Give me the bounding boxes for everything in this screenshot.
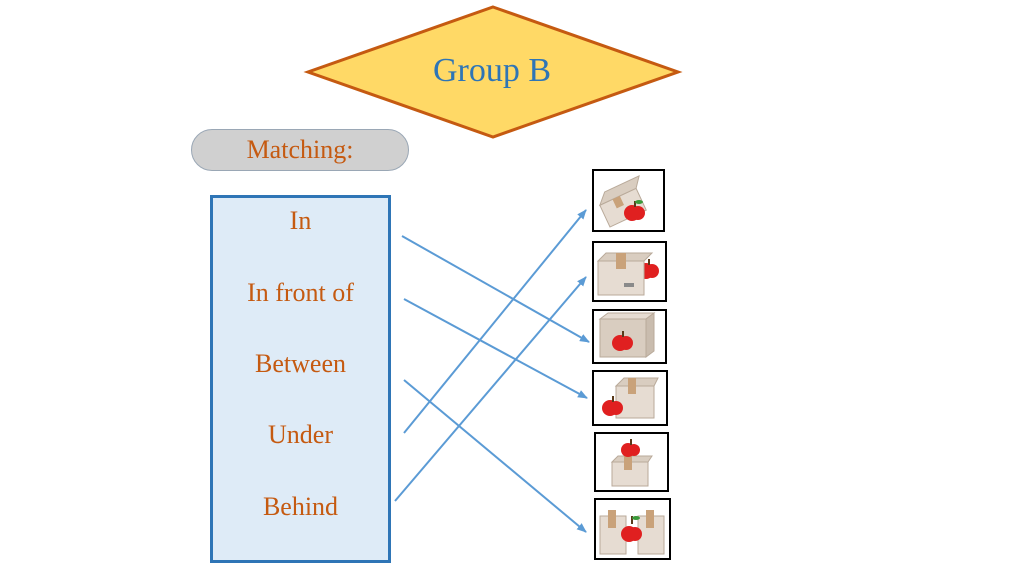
arrow-under-to-picture-1 <box>403 209 587 434</box>
apple-in-box-icon <box>598 312 656 358</box>
word-list-box: In In front of Between Under Behind <box>210 195 391 563</box>
picture-5[interactable] <box>594 432 669 492</box>
arrow-in-to-picture-3 <box>401 235 590 343</box>
apple-between-boxes-icon <box>599 510 665 555</box>
picture-2[interactable] <box>592 241 667 302</box>
picture-1[interactable] <box>592 169 665 232</box>
word-in: In <box>289 206 312 235</box>
word-behind: Behind <box>262 492 339 521</box>
picture-6[interactable] <box>594 498 671 560</box>
picture-3[interactable] <box>592 309 667 364</box>
arrow-behind-to-picture-2 <box>394 276 587 502</box>
arrow-in-front-of-to-picture-4 <box>403 298 588 399</box>
apple-on-open-box-icon <box>598 174 647 228</box>
word-in-front-of: In front of <box>247 278 354 307</box>
title-diamond <box>303 5 683 139</box>
arrow-between-to-picture-6 <box>403 379 587 533</box>
matching-label: Matching: <box>191 129 409 171</box>
apple-behind-box-icon <box>596 252 659 296</box>
word-between: Between <box>255 349 346 378</box>
page-title: Group B <box>432 52 552 89</box>
apple-on-box-icon <box>610 439 653 487</box>
apple-in-front-of-box-icon <box>602 377 659 419</box>
picture-4[interactable] <box>592 370 668 426</box>
word-under: Under <box>268 420 333 449</box>
